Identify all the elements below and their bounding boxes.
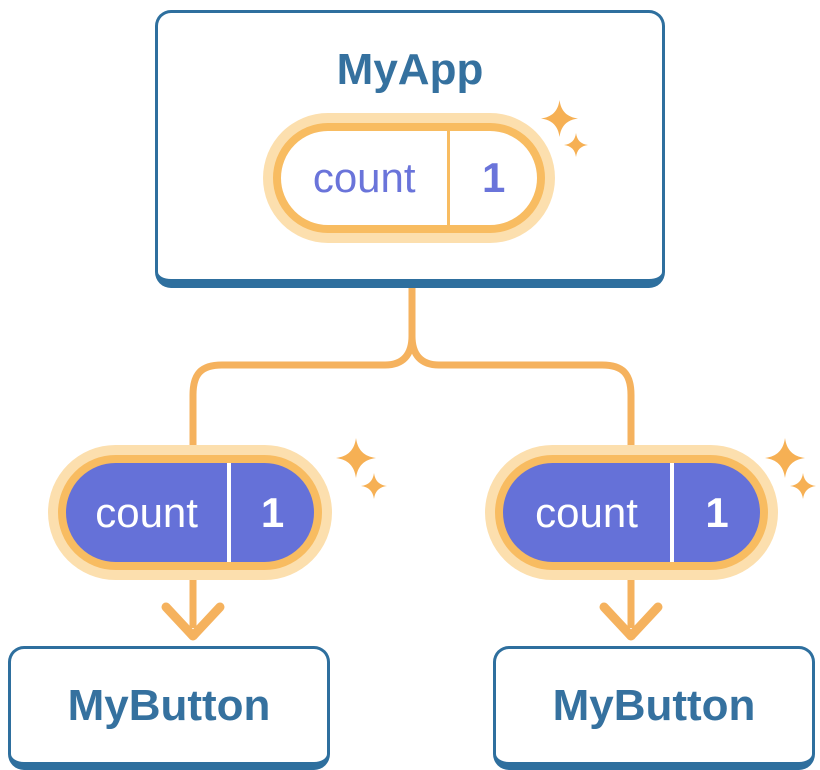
state-name: count [312,154,416,201]
arrow-down-icon [599,602,663,641]
state-value: 1 [482,154,506,201]
node-title: MyButton [67,680,271,730]
node-title: MyButton [552,680,756,730]
prop-value: 1 [705,488,729,536]
pill-divider [447,131,451,225]
prop-pill-right-child: count 1 [495,455,768,570]
sparkle-icon [765,438,816,499]
connector-right-branch [408,335,635,628]
pill-divider [670,463,675,562]
component-node-left-child: MyButton [8,646,330,770]
prop-name: count [535,488,638,536]
prop-value: 1 [260,488,285,536]
prop-name: count [95,488,198,536]
state-pill-root: count 1 [273,123,545,233]
prop-pill-left-child: count 1 [58,455,322,570]
node-title: MyApp [336,45,484,94]
pill-divider [227,463,232,562]
sparkle-icon [541,100,588,157]
sparkle-icon [336,438,387,499]
arrow-down-icon [161,602,225,641]
component-node-right-child: MyButton [493,646,815,770]
